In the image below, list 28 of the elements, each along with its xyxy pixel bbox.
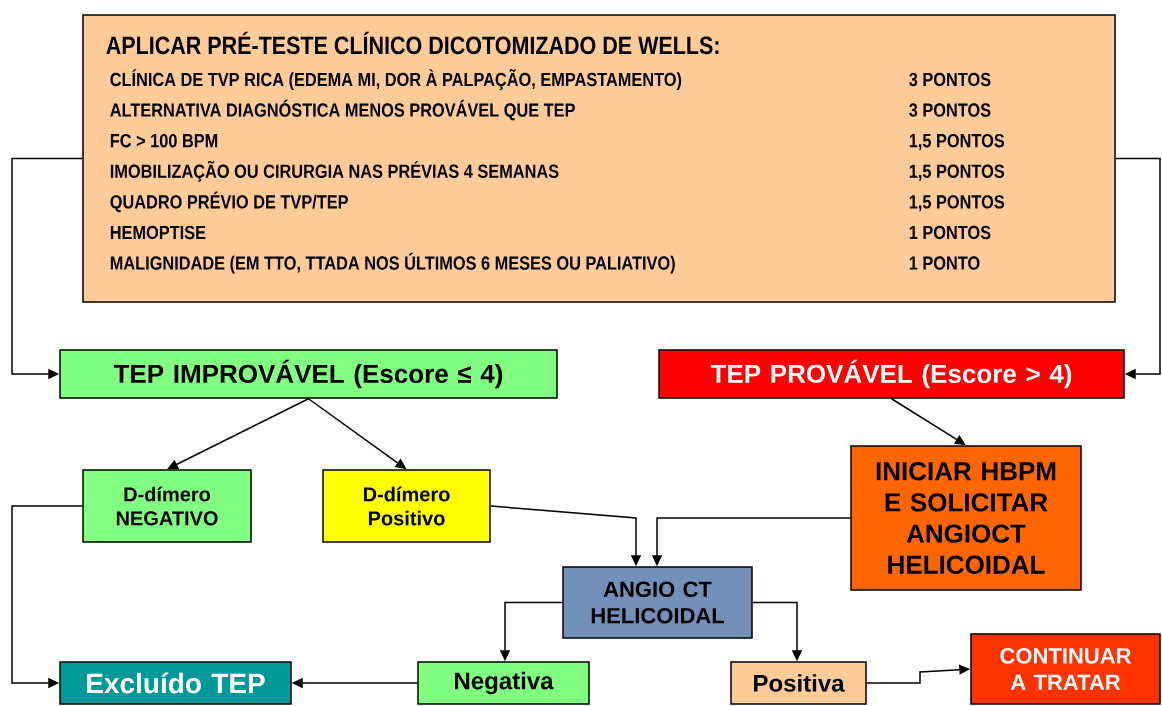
process-box: Negativa xyxy=(417,661,590,705)
points-text: 1 PONTOS xyxy=(909,225,991,240)
process-box: CONTINUAR A TRATAR xyxy=(970,633,1161,705)
arrow xyxy=(167,398,310,470)
criterion-text: QUADRO PRÉVIO DE TVP/TEP xyxy=(110,191,348,213)
process-box: Positiva xyxy=(730,661,867,705)
process-box: ANGIO CT HELICOIDAL xyxy=(562,566,753,639)
process-box: D-dímero Positivo xyxy=(322,469,491,543)
points-text: 1,5 PONTOS xyxy=(909,195,1005,212)
process-box: INICIAR HBPM E SOLICITAR ANGIOCT HELICOIDAL xyxy=(850,445,1082,591)
points-text: 3 PONTOS xyxy=(909,72,991,87)
criterion-text: HEMOPTISE xyxy=(110,225,206,240)
criterion-text: MALIGNIDADE (EM TTO, TTADA NOS ÚLTIMOS 6 MESES OU PALIATIVO) xyxy=(110,252,675,274)
points-text: 1,5 PONTOS xyxy=(909,164,1005,181)
points-text: 1,5 PONTOS xyxy=(909,133,1005,151)
criterion-text: FC > 100 BPM xyxy=(110,133,218,148)
criterion-text: CLÍNICA DE TVP RICA (EDEMA MI, DOR À PALPAÇÃO, EMPASTAMENTO) xyxy=(110,69,682,90)
heading: APLICAR PRÉ-TESTE CLÍNICO DICOTOMIZADO DE WELLS: xyxy=(106,31,719,55)
arrow xyxy=(1115,157,1161,380)
points-text: 1 PONTO xyxy=(909,256,980,270)
process-box: D-dímero NEGATIVO xyxy=(82,469,252,543)
points-text: 3 PONTOS xyxy=(909,103,991,117)
criterion-text: ALTERNATIVA DIAGNÓSTICA MENOS PROVÁVEL QUE TEP xyxy=(110,99,575,121)
process-box: TEP IMPROVÁVEL (Escore ≤ 4) xyxy=(59,349,558,399)
criterion-text: IMOBILIZAÇÃO OU CIRURGIA NAS PRÉVIAS 4 SEMANAS xyxy=(110,160,559,182)
process-box: TEP PROVÁVEL (Escore > 4) xyxy=(658,349,1125,399)
arrow xyxy=(890,398,966,446)
process-box: Excluído TEP xyxy=(59,661,292,705)
